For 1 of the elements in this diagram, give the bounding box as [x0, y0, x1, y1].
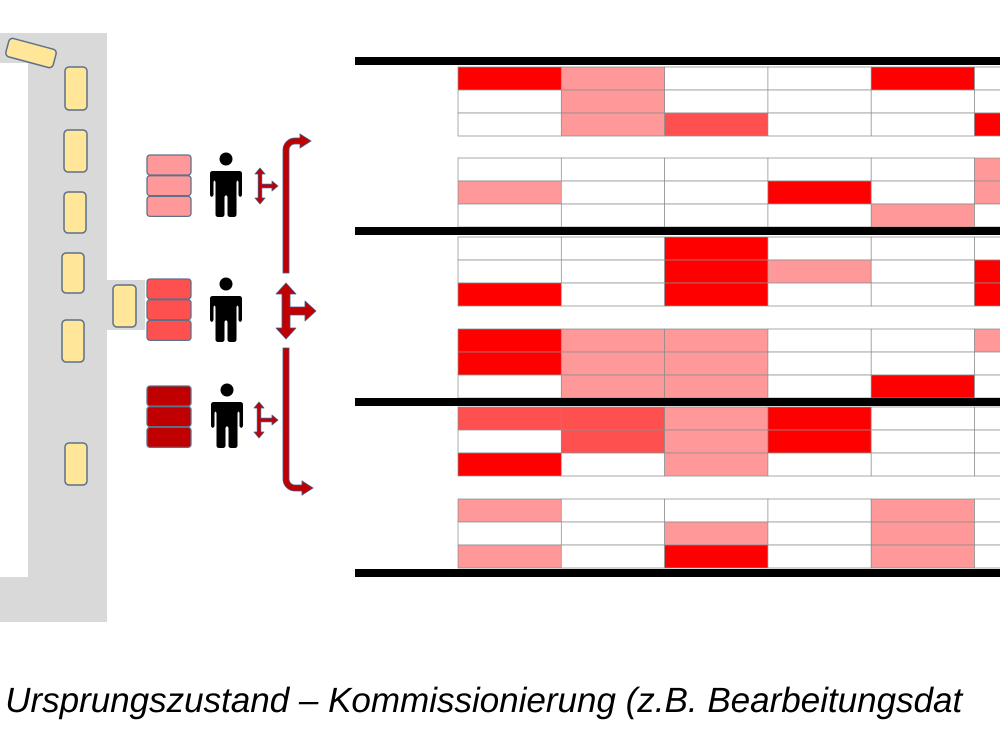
caption: Ursprungszustand – Kommissionierung (z.B. Bearbeitungsdat: [8, 686, 964, 720]
